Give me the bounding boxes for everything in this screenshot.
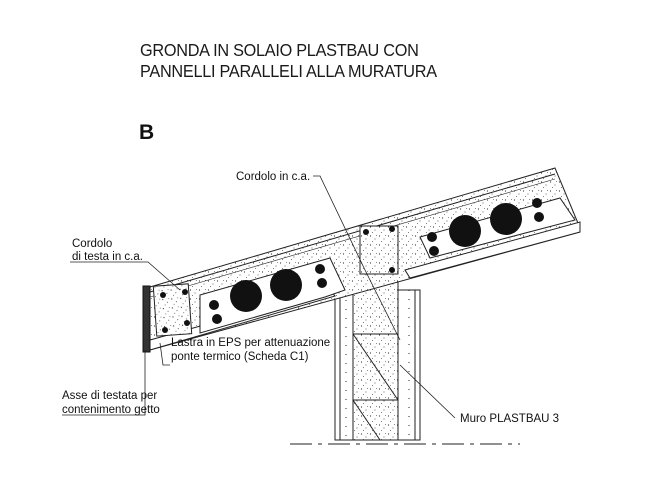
label-asse-testata-2: contenimento getto	[62, 404, 160, 416]
plastbau-wall	[334, 274, 421, 441]
drawing-title: GRONDA IN SOLAIO PLASTBAU CON PANNELLI P…	[140, 40, 437, 82]
label-lastra-eps-2: ponte termico (Scheda C1)	[171, 351, 309, 363]
title-line-2: PANNELLI PARALLELI ALLA MURATURA	[140, 61, 437, 81]
section-label: B	[139, 121, 155, 144]
head-board	[142, 285, 151, 353]
leader-lines	[62, 175, 456, 419]
label-cordolo-testa-1: Cordolo	[72, 238, 112, 250]
title-line-1: GRONDA IN SOLAIO PLASTBAU CON	[140, 40, 419, 60]
panel-voids	[160, 198, 544, 333]
label-cordolo-ca: Cordolo in c.a.	[236, 171, 310, 183]
label-muro-plastbau: Muro PLASTBAU 3	[460, 413, 559, 425]
label-lastra-eps-1: Lastra in EPS per attenuazione	[171, 337, 330, 349]
label-cordolo-testa-2: di testa in c.a.	[72, 251, 143, 263]
label-asse-testata-1: Asse di testata per	[62, 390, 157, 402]
